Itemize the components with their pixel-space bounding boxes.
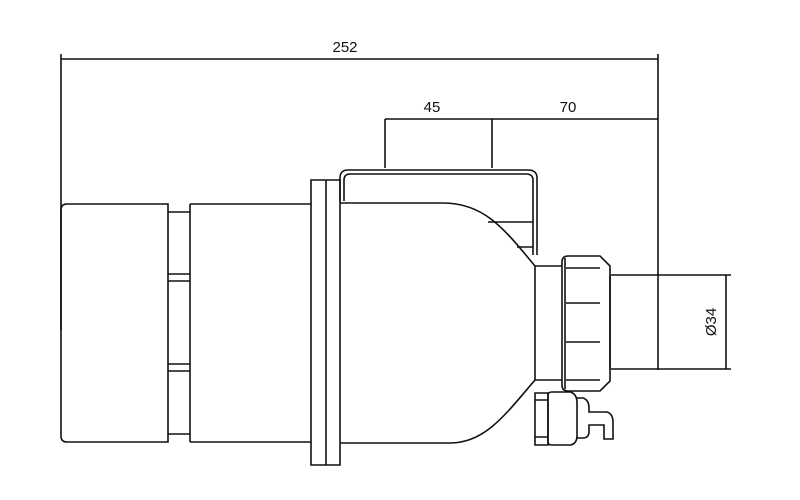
dimension-cable: Ø34 — [611, 274, 731, 370]
main-body — [189, 179, 562, 466]
end-cap — [60, 203, 169, 443]
handle — [339, 169, 538, 255]
dimension-handle: 45 70 — [384, 99, 658, 168]
dim-handle-width: 45 — [424, 99, 441, 116]
grip-ribs — [168, 211, 190, 435]
dim-cable-diameter: Ø34 — [703, 308, 720, 336]
dim-overall-length: 252 — [332, 39, 357, 56]
cable-gland-nut — [561, 255, 611, 392]
dim-handle-to-end: 70 — [560, 99, 577, 116]
side-gland — [534, 391, 614, 446]
